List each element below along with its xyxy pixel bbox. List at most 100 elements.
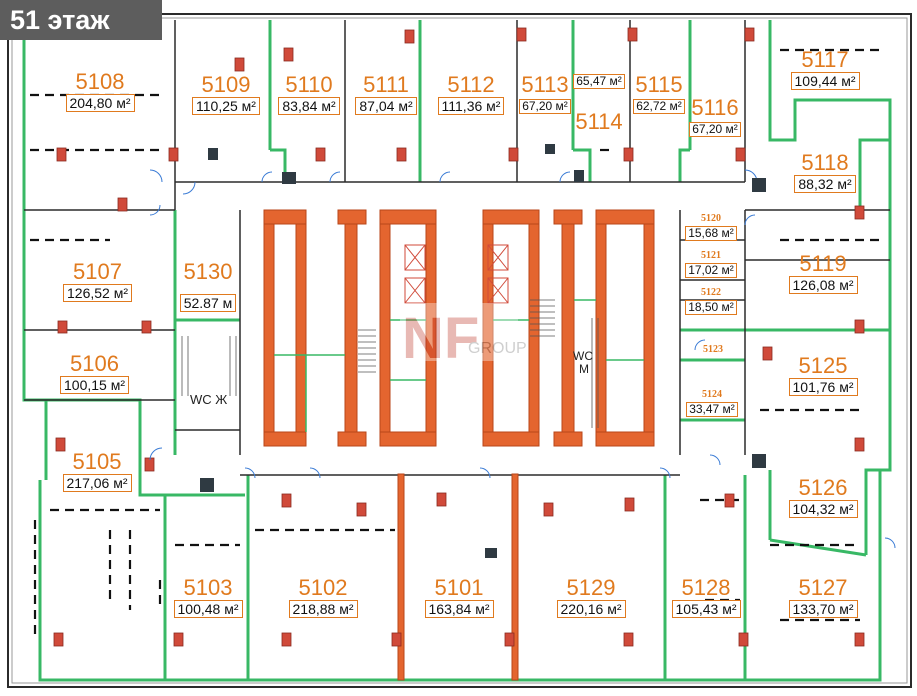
stairs [181, 299, 599, 428]
restroom-female-label: WC Ж [190, 392, 228, 407]
unit-area: 220,16 м² [556, 600, 626, 618]
unit-area: 65,47 м² [573, 74, 625, 89]
central-core [263, 209, 655, 681]
unit-area: 17,02 м² [685, 263, 737, 278]
elevator-shafts [404, 244, 509, 304]
unit-area: 67,20 м² [519, 99, 571, 114]
unit-5114[interactable]: 65,47 м² 5114 [568, 72, 630, 134]
unit-area: 87,04 м² [355, 97, 417, 115]
unit-area: 67,20 м² [689, 122, 741, 137]
unit-number: 5113 [521, 72, 569, 97]
unit-number: 5120 [701, 213, 721, 224]
unit-area: 111,36 м² [437, 97, 505, 115]
unit-area: 105,43 м² [671, 600, 741, 618]
unit-number: 5111 [363, 72, 409, 97]
restroom-male-label-1: WC [573, 349, 593, 363]
unit-area: 100,15 м² [60, 376, 129, 394]
core-subwalls [274, 299, 644, 432]
unit-number: 5122 [701, 287, 721, 298]
door-swings [149, 169, 896, 549]
unit-5128[interactable]: 5128 105,43 м² [664, 576, 748, 619]
unit-5121[interactable]: 5121 17,02 м² [680, 250, 742, 279]
unit-area: 126,08 м² [788, 276, 858, 294]
watermark-sub: GROUP [468, 340, 527, 357]
unit-5123[interactable]: 5123 [682, 344, 744, 355]
unit-5130[interactable]: 5130 52.87 м [176, 260, 240, 313]
unit-number: 5108 [75, 69, 125, 94]
unit-5116[interactable]: 5116 67,20 м² [682, 96, 748, 138]
unit-5129[interactable]: 5129 220,16 м² [546, 576, 636, 619]
unit-number: 5128 [681, 575, 731, 600]
unit-number: 5115 [635, 72, 683, 97]
unit-5101[interactable]: 5101 163,84 м² [414, 576, 504, 619]
unit-number: 5118 [801, 150, 849, 175]
tenant-partitions [22, 20, 892, 682]
unit-area: 101,76 м² [788, 378, 858, 396]
unit-number: 5127 [798, 575, 848, 600]
unit-number: 5121 [701, 250, 721, 261]
unit-5120[interactable]: 5120 15,68 м² [680, 213, 742, 242]
unit-number: 5105 [72, 449, 122, 474]
unit-5122[interactable]: 5122 18,50 м² [680, 287, 742, 316]
unit-area: 217,06 м² [62, 474, 132, 492]
unit-5117[interactable]: 5117 109,44 м² [780, 48, 870, 91]
unit-5119[interactable]: 5119 126,08 м² [778, 252, 868, 295]
unit-5109[interactable]: 5109 110,25 м² [183, 73, 269, 116]
unit-5127[interactable]: 5127 133,70 м² [778, 576, 868, 619]
unit-number: 5109 [201, 72, 251, 97]
unit-5118[interactable]: 5118 88,32 м² [780, 151, 870, 194]
corridor-markers [200, 144, 766, 558]
unit-5126[interactable]: 5126 104,32 м² [778, 476, 868, 519]
dashed-partitions [30, 48, 880, 640]
unit-area: 218,88 м² [288, 600, 358, 618]
watermark-brand: NF [402, 306, 479, 371]
unit-area: 83,84 м² [278, 97, 340, 115]
unit-area: 52.87 м [179, 294, 237, 312]
unit-area: 109,44 м² [790, 72, 860, 90]
unit-number: 5107 [73, 259, 122, 284]
unit-number: 5119 [799, 251, 847, 276]
unit-number: 5123 [703, 344, 723, 355]
unit-number: 5102 [298, 575, 348, 600]
unit-5125[interactable]: 5125 101,76 м² [778, 354, 868, 397]
unit-5107[interactable]: 5107 126,52 м² [55, 260, 140, 303]
unit-number: 5129 [566, 575, 616, 600]
building-outline [7, 13, 912, 688]
unit-number: 5130 [183, 259, 233, 284]
unit-number: 5117 [801, 47, 849, 72]
unit-area: 110,25 м² [192, 97, 260, 115]
restroom-male-label-2: М [579, 362, 589, 376]
unit-area: 88,32 м² [794, 175, 856, 193]
unit-area: 133,70 м² [788, 600, 858, 618]
unit-5111[interactable]: 5111 87,04 м² [348, 73, 424, 116]
unit-5112[interactable]: 5112 111,36 м² [428, 73, 514, 116]
unit-number: 5126 [798, 475, 848, 500]
unit-5115[interactable]: 5115 62,72 м² [628, 73, 690, 115]
unit-number: 5125 [798, 353, 848, 378]
unit-5105[interactable]: 5105 217,06 м² [54, 450, 140, 493]
unit-number: 5124 [702, 389, 722, 400]
unit-area: 33,47 м² [686, 402, 738, 417]
unit-area: 100,48 м² [173, 600, 243, 618]
unit-number: 5112 [447, 72, 495, 97]
unit-area: 126,52 м² [63, 284, 132, 302]
unit-5102[interactable]: 5102 218,88 м² [278, 576, 368, 619]
floor-label: 51 этаж [0, 0, 162, 40]
unit-5103[interactable]: 5103 100,48 м² [168, 576, 248, 619]
unit-number: 5103 [183, 575, 233, 600]
unit-number: 5106 [70, 351, 119, 376]
unit-5108[interactable]: 5108 204,80 м² [60, 70, 140, 113]
unit-5113[interactable]: 5113 67,20 м² [514, 73, 576, 115]
unit-number: 5116 [691, 95, 739, 120]
unit-area: 62,72 м² [633, 99, 685, 114]
unit-area: 204,80 м² [65, 94, 135, 112]
unit-5110[interactable]: 5110 83,84 м² [272, 73, 346, 116]
unit-area: 163,84 м² [424, 600, 494, 618]
unit-number: 5101 [434, 575, 484, 600]
unit-area: 15,68 м² [685, 226, 737, 241]
unit-area: 18,50 м² [685, 300, 737, 315]
unit-5106[interactable]: 5106 100,15 м² [52, 352, 137, 395]
unit-5124[interactable]: 5124 33,47 м² [680, 389, 744, 418]
